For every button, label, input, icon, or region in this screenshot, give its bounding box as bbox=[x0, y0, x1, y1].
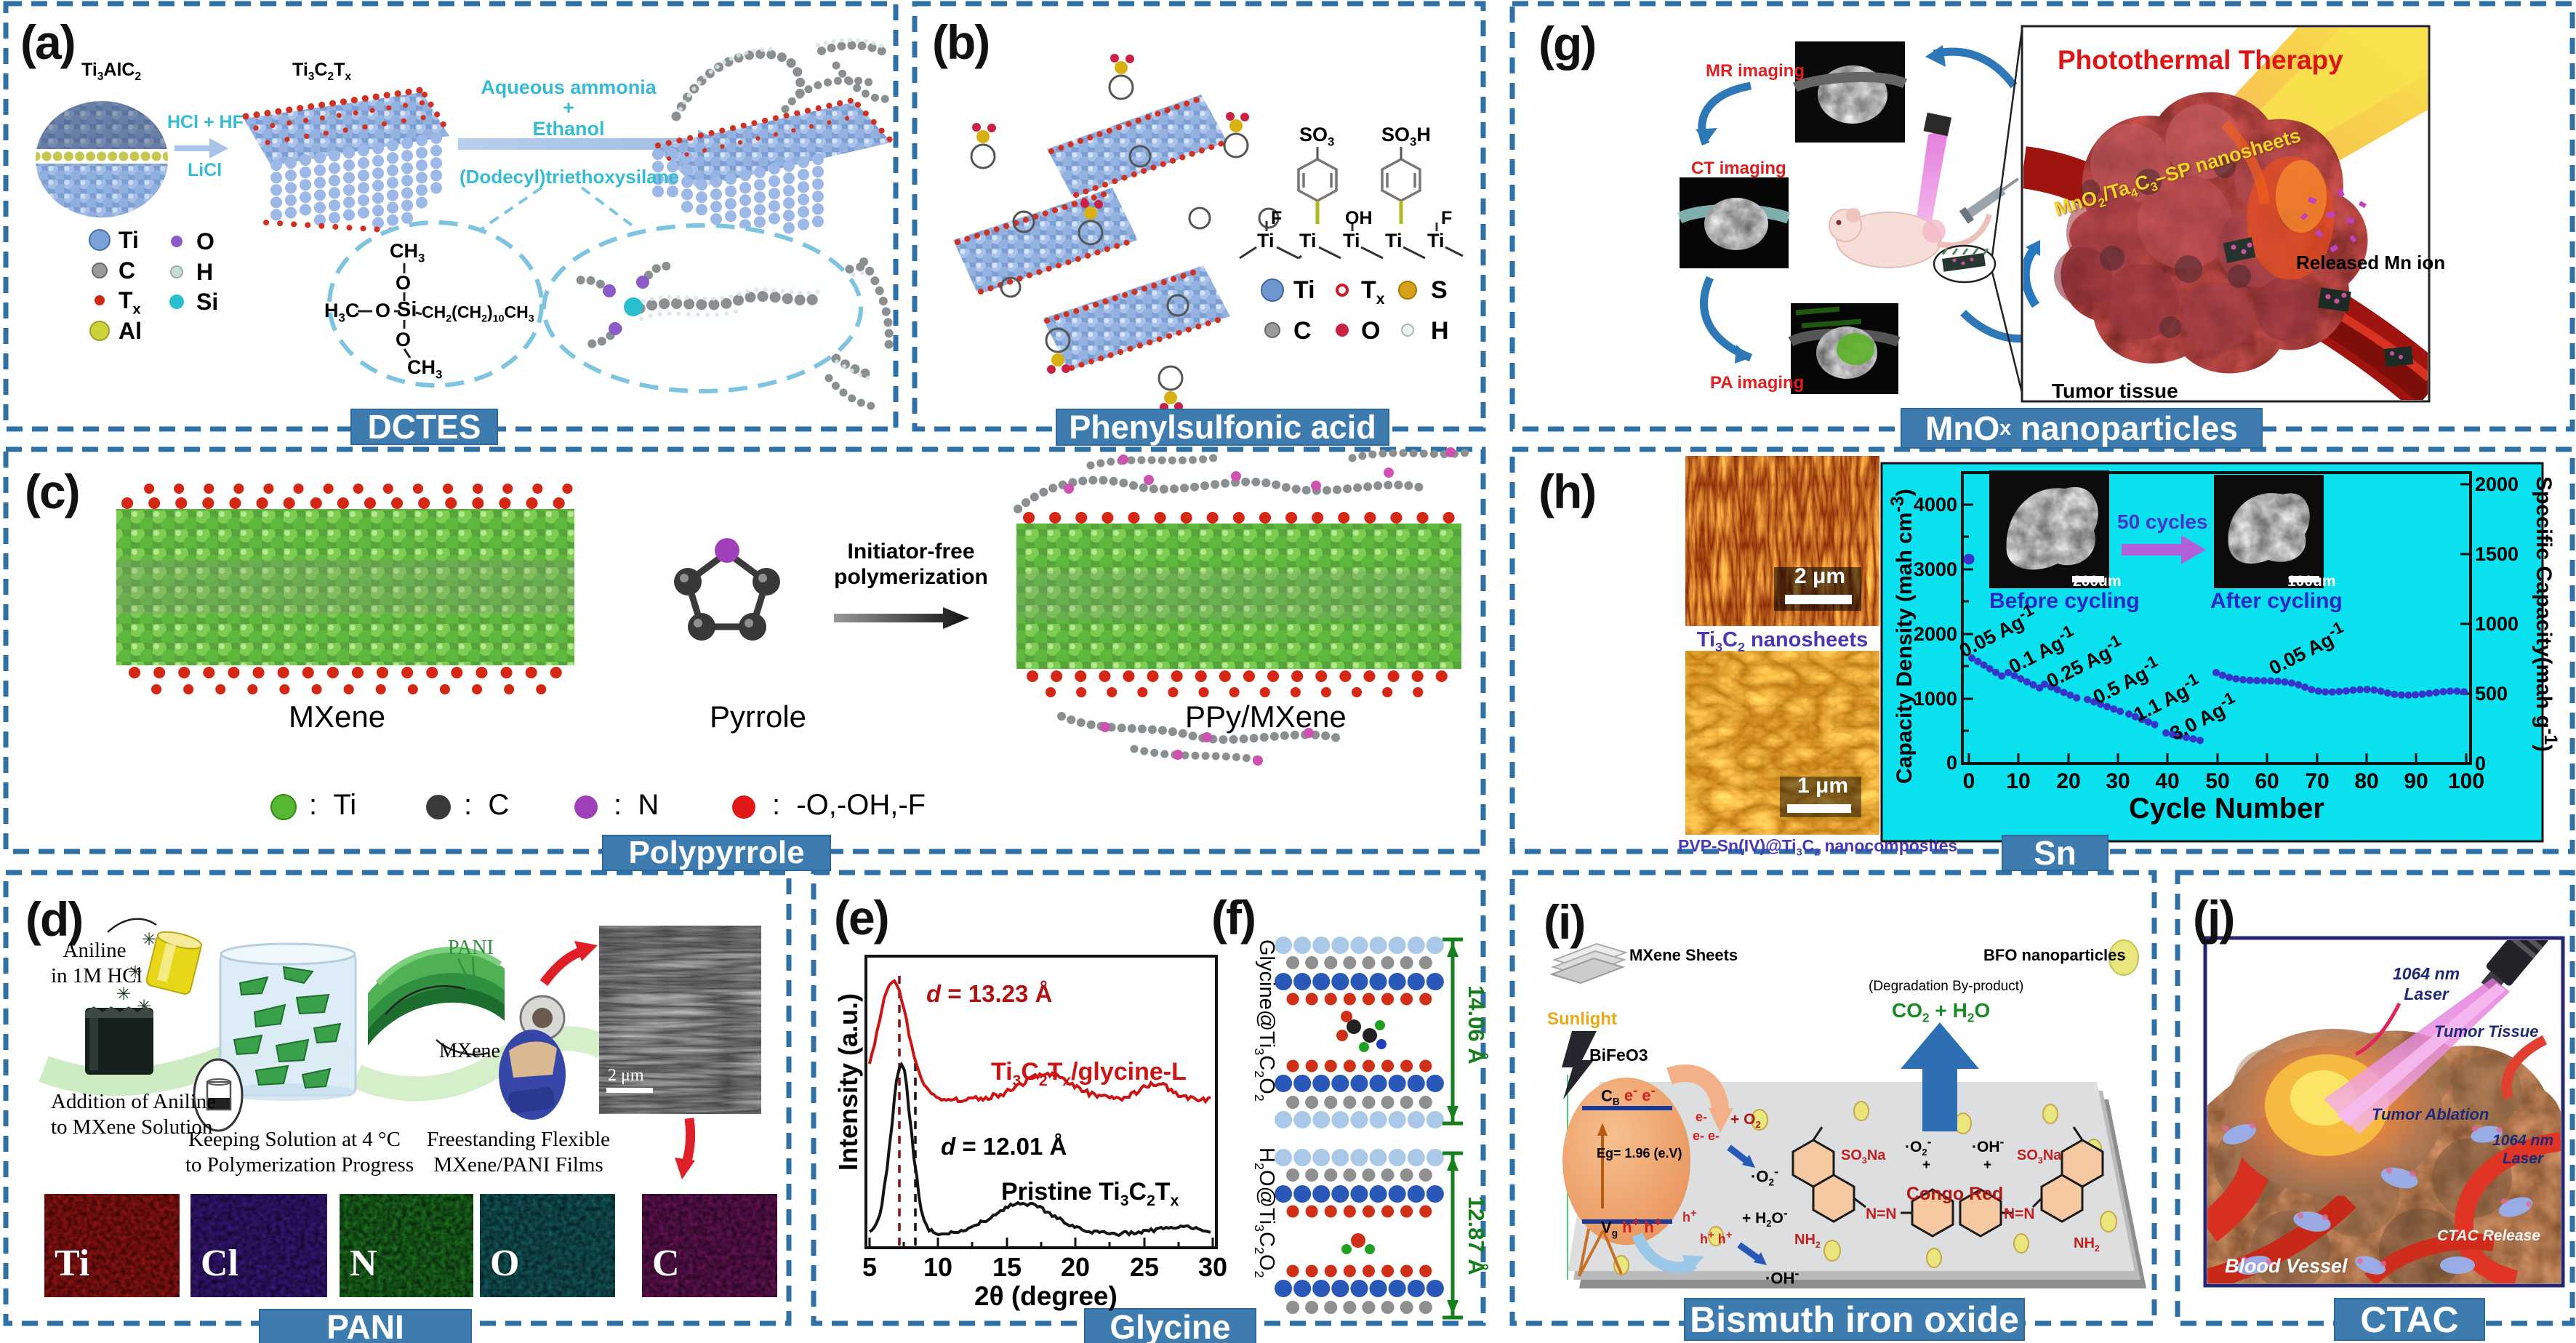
svg-text:✳: ✳ bbox=[116, 985, 131, 1004]
svg-text:✳: ✳ bbox=[142, 930, 156, 950]
svg-text:✳: ✳ bbox=[128, 963, 143, 982]
